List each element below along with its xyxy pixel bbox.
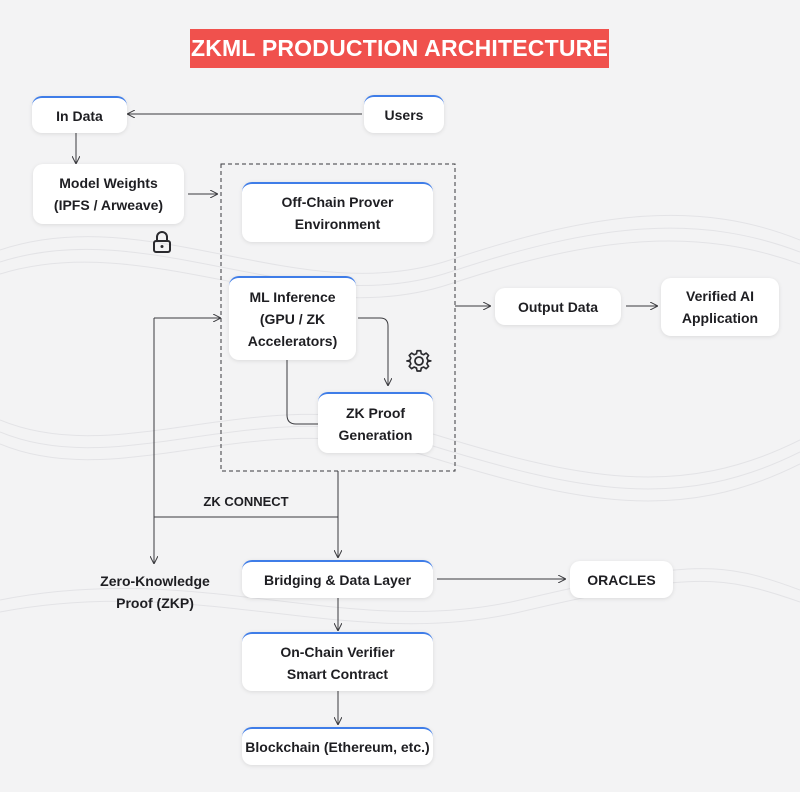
node-ml-inference-line2: (GPU / ZK bbox=[259, 311, 326, 327]
node-oracles-label: ORACLES bbox=[587, 571, 656, 588]
node-bridging-data-layer: Bridging & Data Layer bbox=[242, 560, 433, 598]
node-on-chain-verifier-line2: Smart Contract bbox=[286, 665, 389, 682]
lock-icon bbox=[153, 231, 171, 253]
node-ml-inference-line3: Accelerators) bbox=[247, 333, 338, 349]
node-ml-inference-line1: ML Inference bbox=[249, 289, 336, 305]
zkp-label: Zero-Knowledge Proof (ZKP) bbox=[80, 570, 230, 614]
node-output-data: Output Data bbox=[495, 288, 621, 325]
proof-feedback-line bbox=[286, 360, 318, 425]
zk-connect-label: ZK CONNECT bbox=[203, 494, 289, 509]
node-off-chain-prover-line1: Off-Chain Prover bbox=[281, 194, 394, 210]
node-in-data-label: In Data bbox=[56, 107, 103, 124]
node-bridging-data-layer-label: Bridging & Data Layer bbox=[263, 572, 412, 588]
node-verified-ai-application: Verified AI Application bbox=[661, 278, 779, 336]
node-zk-proof-generation-line1: ZK Proof bbox=[345, 404, 406, 421]
node-blockchain: Blockchain (Ethereum, etc.) bbox=[242, 727, 433, 765]
page-title: ZKML PRODUCTION ARCHITECTURE bbox=[190, 29, 609, 68]
node-verified-ai-application-line1: Verified AI bbox=[686, 288, 754, 304]
zkp-label-line2: Proof (ZKP) bbox=[116, 595, 194, 611]
node-output-data-label: Output Data bbox=[517, 298, 599, 315]
node-off-chain-prover: Off-Chain Prover Environment bbox=[242, 182, 433, 242]
node-on-chain-verifier: On-Chain Verifier Smart Contract bbox=[242, 632, 433, 691]
node-users: Users bbox=[364, 95, 444, 133]
node-model-weights: Model Weights (IPFS / Arweave) bbox=[33, 164, 184, 224]
node-blockchain-label: Blockchain (Ethereum, etc.) bbox=[245, 739, 430, 755]
node-zk-proof-generation-line2: Generation bbox=[338, 426, 413, 443]
node-off-chain-prover-line2: Environment bbox=[294, 216, 381, 232]
node-users-label: Users bbox=[384, 107, 424, 123]
node-verified-ai-application-line2: Application bbox=[681, 310, 759, 326]
node-oracles: ORACLES bbox=[570, 561, 673, 598]
inference-to-proof-arrow bbox=[358, 317, 388, 385]
gear-icon bbox=[406, 349, 432, 372]
node-zk-proof-generation: ZK Proof Generation bbox=[318, 392, 433, 453]
node-model-weights-line2: (IPFS / Arweave) bbox=[53, 197, 164, 213]
node-model-weights-line1: Model Weights bbox=[59, 175, 158, 191]
node-ml-inference: ML Inference (GPU / ZK Accelerators) bbox=[229, 276, 356, 360]
node-in-data: In Data bbox=[32, 96, 127, 133]
zkp-label-line1: Zero-Knowledge bbox=[100, 573, 210, 589]
node-on-chain-verifier-line1: On-Chain Verifier bbox=[280, 643, 395, 660]
